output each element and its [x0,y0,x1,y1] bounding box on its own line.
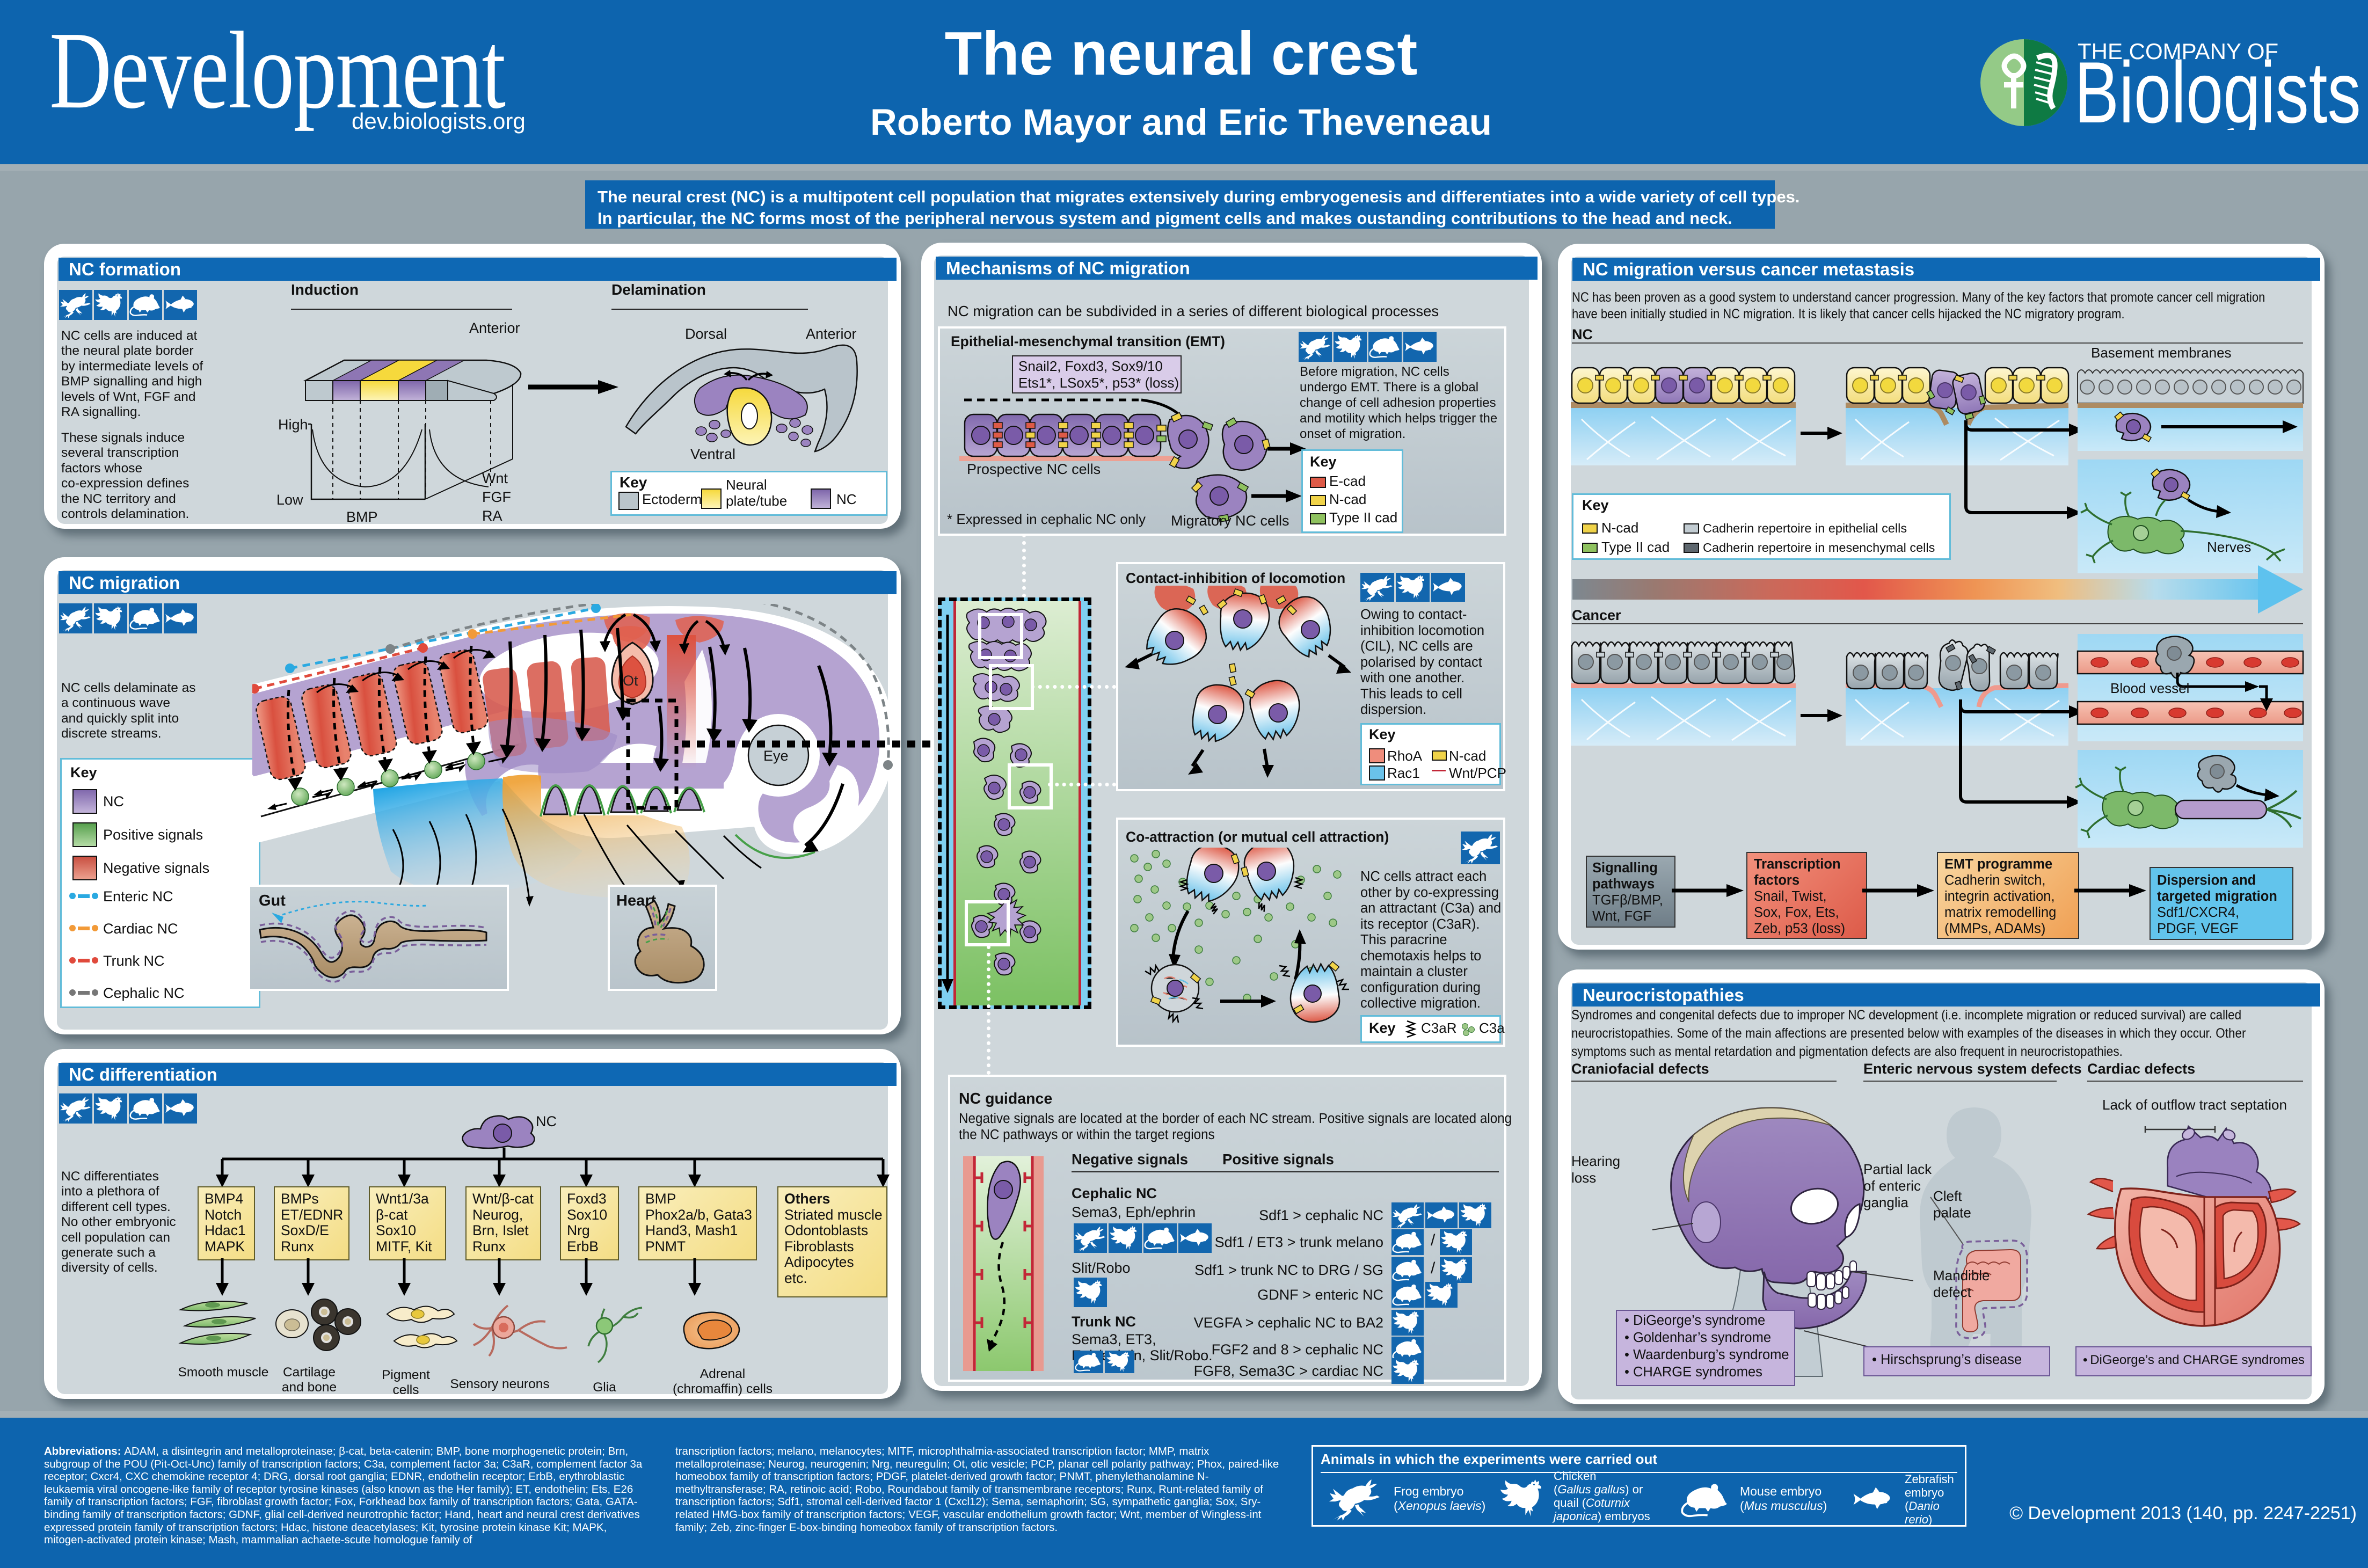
svg-text:Biologists: Biologists [2074,43,2361,130]
svg-text:THE COMPANY OF: THE COMPANY OF [2078,39,2278,64]
svg-text:BMP: BMP [346,509,378,525]
svg-text:Anterior: Anterior [469,322,520,336]
svg-text:FGF: FGF [482,489,511,505]
svg-text:RA: RA [482,508,502,524]
svg-text:Eye: Eye [763,748,789,764]
svg-text:Dorsal: Dorsal [685,326,727,342]
svg-text:Anterior: Anterior [806,326,857,342]
svg-text:Ot: Ot [623,673,638,689]
svg-text:Ventral: Ventral [690,446,735,462]
svg-text:Wnt: Wnt [482,470,508,486]
svg-text:Low: Low [276,492,303,508]
svg-text:High: High [278,417,308,433]
